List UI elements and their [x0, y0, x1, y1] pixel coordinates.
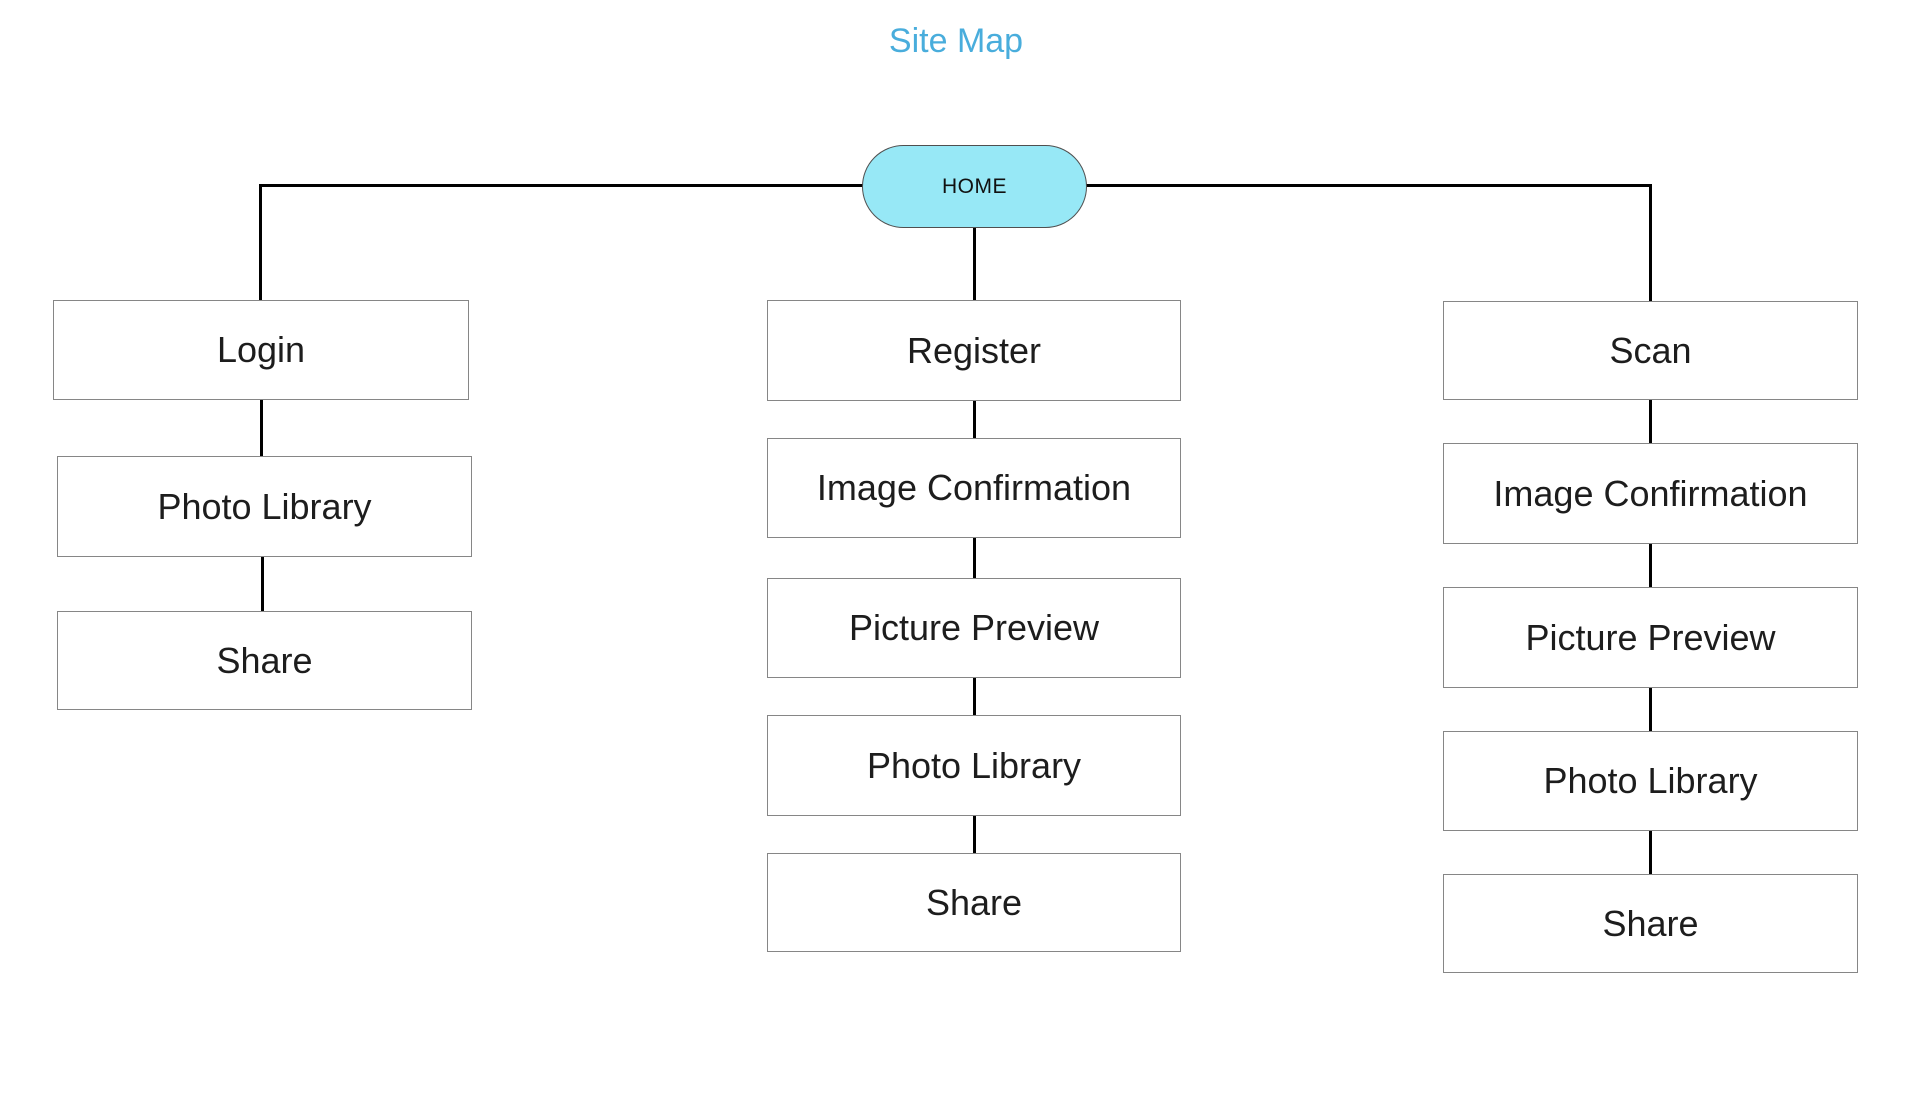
- connector-home-to-scan-vertical: [1649, 184, 1652, 302]
- connector-home-to-login-vertical: [259, 184, 262, 301]
- node-home: HOME: [862, 145, 1087, 228]
- node-scan-image-confirmation: Image Confirmation: [1443, 443, 1858, 544]
- connector-photo-library-to-share: [261, 556, 264, 612]
- node-login-share-label: Share: [216, 639, 313, 681]
- node-scan-picture-preview: Picture Preview: [1443, 587, 1858, 688]
- connector-photo-library-to-share-middle: [973, 815, 976, 854]
- connector-register-to-image-confirmation: [973, 400, 976, 439]
- node-login-photo-library: Photo Library: [57, 456, 472, 557]
- node-login-label: Login: [216, 329, 306, 370]
- node-scan-picture-preview-label: Picture Preview: [1525, 616, 1776, 658]
- connector-login-to-photo-library: [260, 399, 263, 457]
- node-register-image-confirmation: Image Confirmation: [767, 438, 1181, 538]
- node-register-photo-library: Photo Library: [767, 715, 1181, 816]
- node-register-share: Share: [767, 853, 1181, 952]
- connector-picture-preview-to-photo-library: [973, 677, 976, 716]
- node-login-photo-library-label: Photo Library: [157, 485, 372, 527]
- diagram-title: Site Map: [888, 22, 1024, 60]
- node-login: Login: [53, 300, 469, 400]
- connector-image-confirmation-to-picture-preview: [973, 537, 976, 579]
- connector-picture-preview-to-photo-library-right: [1649, 687, 1652, 732]
- node-register-image-confirmation-label: Image Confirmation: [816, 467, 1132, 508]
- connector-home-right-horizontal: [1086, 184, 1652, 187]
- node-register-photo-library-label: Photo Library: [866, 744, 1082, 786]
- node-register-share-label: Share: [925, 881, 1023, 923]
- node-scan-photo-library: Photo Library: [1443, 731, 1858, 831]
- node-register-picture-preview-label: Picture Preview: [848, 607, 1100, 648]
- node-register: Register: [767, 300, 1181, 401]
- node-scan-share-label: Share: [1602, 902, 1699, 944]
- node-login-share: Share: [57, 611, 472, 710]
- connector-home-left-horizontal: [259, 184, 863, 187]
- node-home-label: HOME: [942, 174, 1007, 198]
- connector-home-to-register-vertical: [973, 227, 976, 301]
- node-scan-share: Share: [1443, 874, 1858, 973]
- connector-photo-library-to-share-right: [1649, 830, 1652, 875]
- node-scan-photo-library-label: Photo Library: [1543, 760, 1758, 801]
- connector-image-confirmation-to-picture-preview-right: [1649, 543, 1652, 588]
- node-scan: Scan: [1443, 301, 1858, 400]
- node-scan-label: Scan: [1609, 329, 1692, 371]
- node-scan-image-confirmation-label: Image Confirmation: [1493, 472, 1808, 514]
- node-register-label: Register: [906, 329, 1042, 371]
- connector-scan-to-image-confirmation: [1649, 399, 1652, 444]
- node-register-picture-preview: Picture Preview: [767, 578, 1181, 678]
